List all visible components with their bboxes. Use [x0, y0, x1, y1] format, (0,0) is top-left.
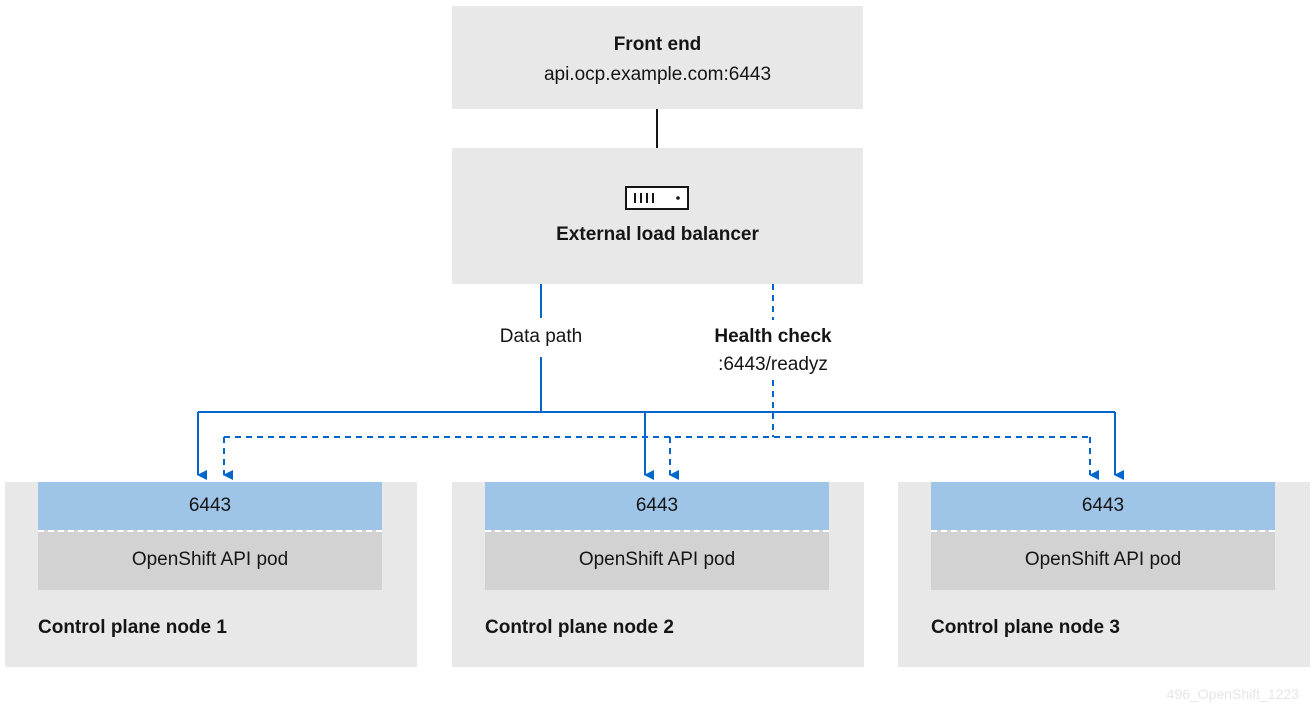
node-title: Control plane node 3	[931, 617, 1120, 638]
data-path-lines	[197, 284, 1124, 480]
figure-id-watermark: 496_OpenShift_1223	[1166, 686, 1299, 702]
port-label: 6443	[931, 482, 1275, 530]
front-end-address: api.ocp.example.com:6443	[543, 64, 772, 85]
front-end-title: Front end	[613, 34, 702, 55]
node-title: Control plane node 2	[485, 617, 674, 638]
api-pod-label: OpenShift API pod	[931, 530, 1275, 590]
load-balancer-title: External load balancer	[556, 224, 759, 245]
data-path-label: Data path	[499, 326, 583, 347]
front-end-box: Front end api.ocp.example.com:6443	[452, 6, 863, 109]
port-label: 6443	[38, 482, 382, 530]
server-icon	[625, 186, 689, 210]
control-plane-node-3: 6443 OpenShift API pod Control plane nod…	[898, 482, 1310, 667]
api-pod-label: OpenShift API pod	[485, 530, 829, 590]
node-title: Control plane node 1	[38, 617, 227, 638]
health-check-endpoint: :6443/readyz	[718, 354, 828, 375]
load-balancer-box: External load balancer	[452, 148, 863, 284]
health-check-label: Health check	[714, 326, 832, 347]
port-label: 6443	[485, 482, 829, 530]
health-check-lines	[223, 284, 1099, 480]
control-plane-node-2: 6443 OpenShift API pod Control plane nod…	[452, 482, 864, 667]
control-plane-node-1: 6443 OpenShift API pod Control plane nod…	[5, 482, 417, 667]
api-pod-label: OpenShift API pod	[38, 530, 382, 590]
